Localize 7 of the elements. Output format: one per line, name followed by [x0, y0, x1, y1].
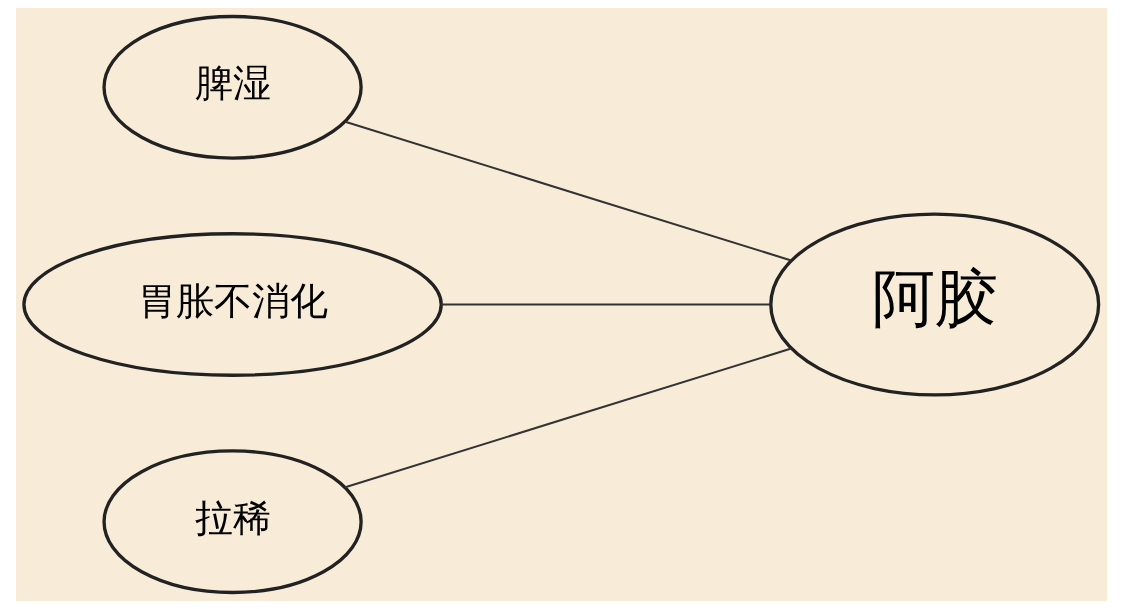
node-ellipse: 拉稀	[101, 449, 363, 595]
node-ellipse: 脾湿	[101, 14, 363, 160]
connector	[440, 303, 770, 306]
node-ellipse: 阿胶	[768, 212, 1100, 397]
connector	[344, 120, 791, 262]
connector	[344, 347, 791, 489]
node-ellipse: 胃胀不消化	[21, 232, 443, 377]
